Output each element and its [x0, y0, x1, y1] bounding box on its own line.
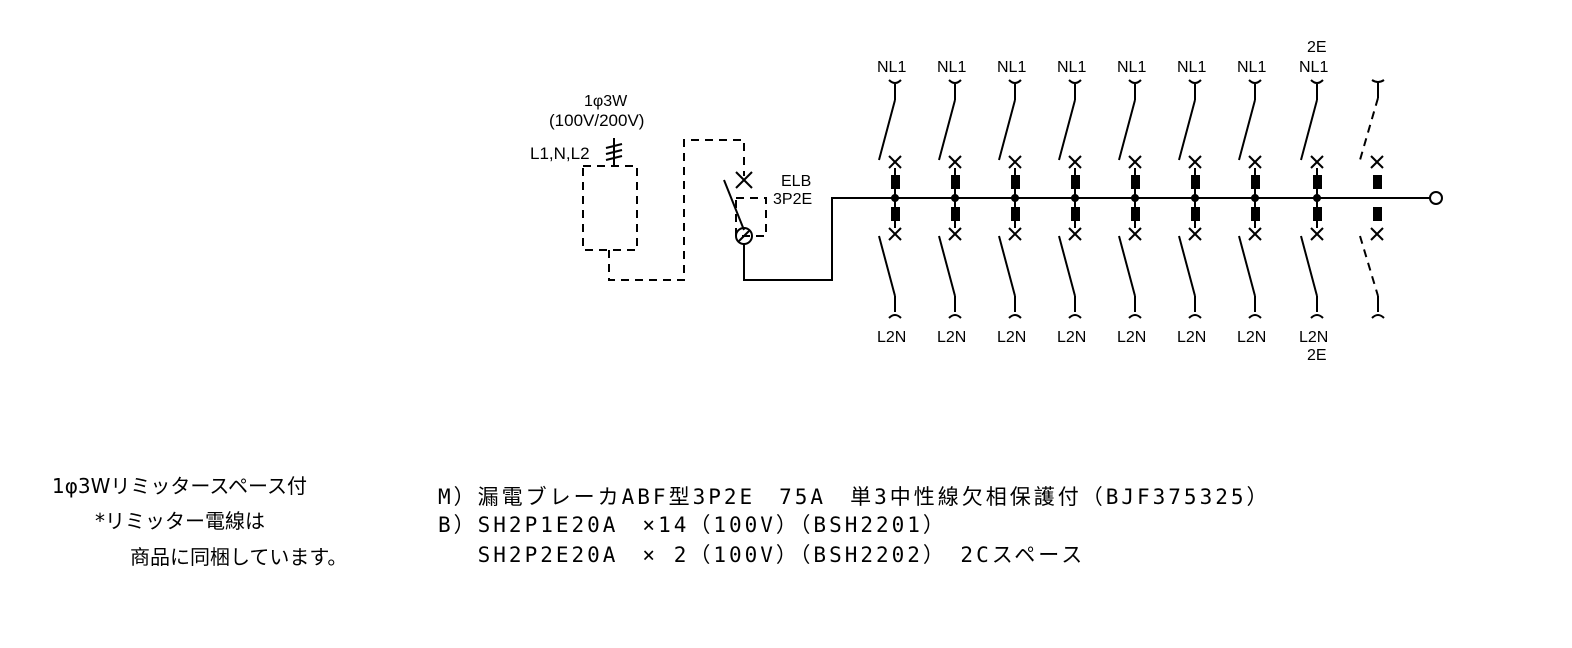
limiter-wire-dashed — [608, 139, 745, 281]
main-elb-symbol — [723, 171, 1443, 281]
spec-line-3: SH2P2E20A × 2（100V）（BSH2202） 2Cスペース — [438, 543, 1086, 567]
spare-branch-symbol — [1359, 79, 1385, 319]
branch-bottom-label: L2N — [937, 329, 966, 346]
branch-top-label: NL1 — [1057, 59, 1086, 76]
branch-top-2e-label: 2E — [1307, 39, 1327, 56]
spec-line-2: B）SH2P1E20A ×14（100V）（BSH2201） — [438, 513, 947, 537]
branch-top-label: NL1 — [877, 59, 906, 76]
branch-top-label: NL1 — [1177, 59, 1206, 76]
elb-poles-label: 3P2E — [773, 191, 812, 208]
elb-type-label: ELB — [781, 173, 811, 190]
supply-phase-label: 1φ3W — [584, 93, 628, 110]
branch-breakers: NL1L2NNL1L2NNL1L2NNL1L2NNL1L2NNL1L2NNL1L… — [877, 39, 1328, 364]
branch-bottom-label: L2N — [877, 329, 906, 346]
note-line-1: 1φ3Wリミッタースペース付 — [52, 474, 308, 498]
branch-top-label: NL1 — [1299, 59, 1328, 76]
spec-line-1: M）漏電ブレーカABF型3P2E 75A 単3中性線欠相保護付（BJF37532… — [438, 485, 1271, 509]
supply-voltage-label: (100V/200V) — [549, 111, 644, 130]
branch-bottom-label: L2N — [1057, 329, 1086, 346]
branch-bottom-label: L2N — [997, 329, 1026, 346]
branch-bottom-label: L2N — [1237, 329, 1266, 346]
branch-bottom-label: L2N — [1177, 329, 1206, 346]
branch-bottom-label: L2N — [1299, 329, 1328, 346]
note-line-2: *リミッター電線は — [95, 509, 265, 533]
three-wire-mark — [605, 138, 623, 166]
branch-top-label: NL1 — [937, 59, 966, 76]
supply-lines-label: L1,N,L2 — [530, 144, 590, 163]
branch-bottom-2e-label: 2E — [1307, 347, 1327, 364]
branch-top-label: NL1 — [997, 59, 1026, 76]
branch-bottom-label: L2N — [1117, 329, 1146, 346]
note-line-3: 商品に同梱しています。 — [130, 545, 348, 569]
branch-top-label: NL1 — [1117, 59, 1146, 76]
limiter-space-box — [582, 165, 638, 251]
branch-top-label: NL1 — [1237, 59, 1266, 76]
